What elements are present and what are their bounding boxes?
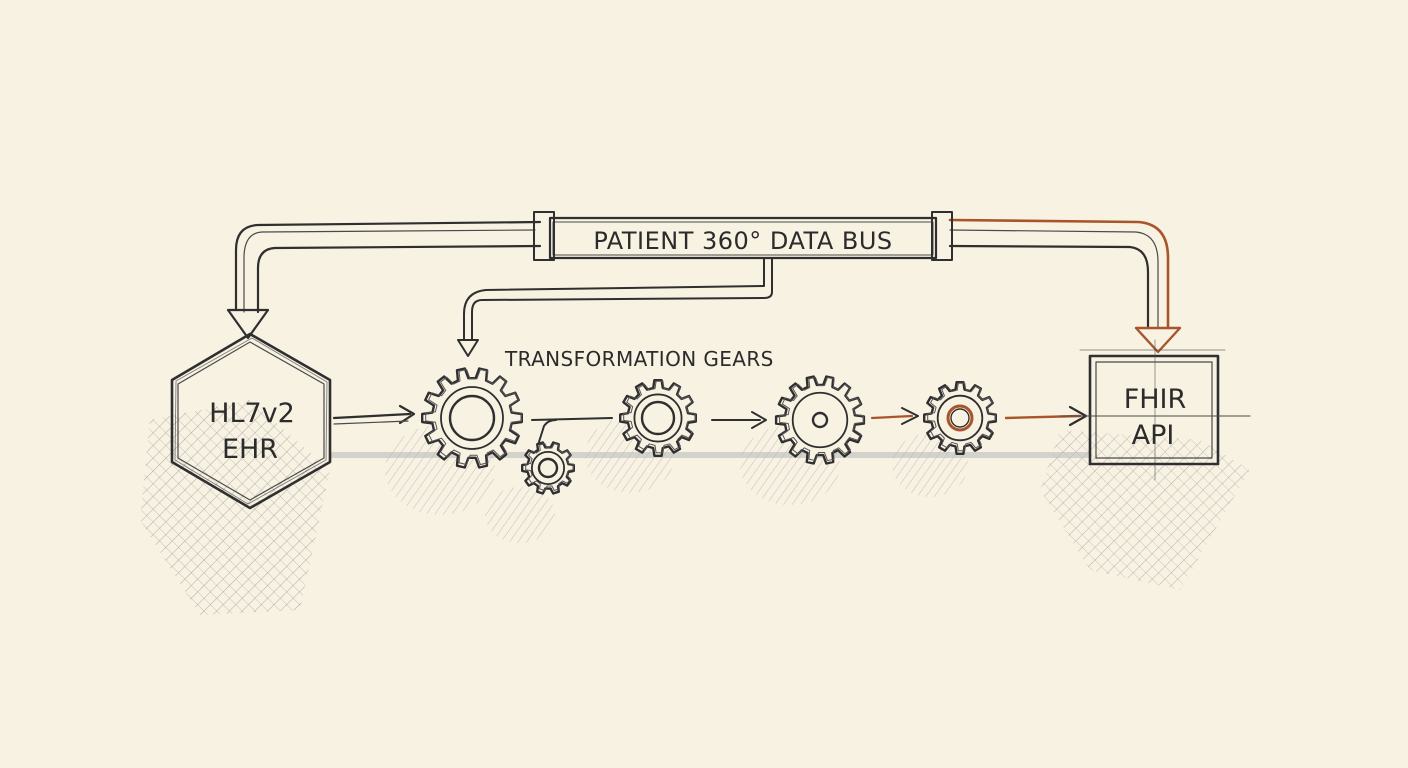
target-label-line2: API [1132, 420, 1175, 451]
gear-icon [421, 367, 523, 469]
gear-icon [619, 379, 697, 457]
bus-pipes [226, 218, 1182, 357]
gear-icon [774, 375, 866, 465]
shadow-hatching [140, 400, 1250, 615]
gear-icon [521, 441, 575, 495]
transformation-gears: TRANSFORMATION GEARS [421, 347, 997, 495]
gear-icon [923, 381, 997, 455]
target-box: FHIR API [1059, 339, 1251, 481]
data-bus: PATIENT 360° DATA BUS [533, 211, 953, 261]
source-label-line2: EHR [222, 434, 278, 465]
source-label-line1: HL7v2 [209, 398, 295, 429]
gears-label: TRANSFORMATION GEARS [504, 347, 774, 371]
data-bus-label: PATIENT 360° DATA BUS [593, 227, 892, 255]
target-label-line1: FHIR [1124, 384, 1187, 415]
source-hexagon: HL7v2 EHR [170, 332, 332, 510]
